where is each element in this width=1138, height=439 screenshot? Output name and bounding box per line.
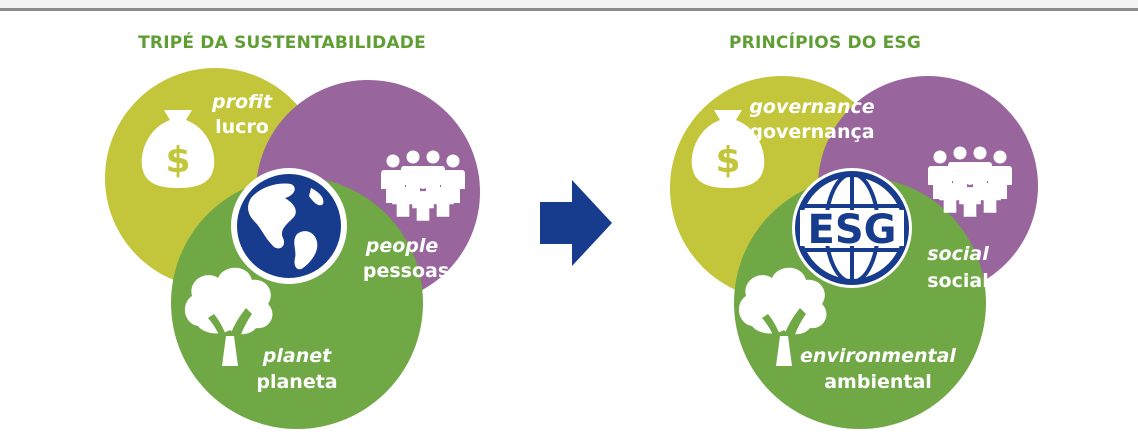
right-title: PRINCÍPIOS DO ESG	[729, 33, 921, 53]
money-bag-icon: $	[691, 110, 765, 188]
top-border-line	[0, 8, 1138, 11]
esg-globe-icon: ESG	[792, 168, 912, 288]
social-label-pt: social	[927, 270, 988, 292]
environmental-label-pt: ambiental	[824, 371, 932, 393]
svg-text:$: $	[715, 140, 740, 181]
top-border-shadow	[0, 0, 1138, 8]
esg-badge-text: ESG	[808, 207, 897, 253]
planet-label-pt: planeta	[256, 371, 337, 393]
governance-label-en: governance	[749, 96, 874, 118]
social-label-en: social	[927, 243, 989, 265]
money-bag-icon: $	[141, 110, 215, 188]
governance-label-pt: governança	[749, 121, 874, 143]
globe-icon	[231, 168, 347, 284]
profit-label-en: profit	[211, 91, 273, 113]
planet-label-en: planet	[262, 345, 332, 367]
tree-icon	[184, 267, 273, 366]
right-venn: $ ESG governance govern	[670, 76, 1038, 429]
left-title: TRIPÉ DA SUSTENTABILIDADE	[138, 33, 426, 53]
profit-label-pt: lucro	[215, 116, 269, 138]
people-label-pt: pessoas	[363, 260, 449, 282]
left-venn: $ profit lucro people	[105, 68, 480, 429]
environmental-label-en: environmental	[800, 345, 956, 367]
svg-text:$: $	[165, 140, 190, 181]
people-label-en: people	[365, 235, 439, 257]
tree-icon	[738, 267, 827, 366]
right-arrow-icon	[540, 180, 612, 266]
